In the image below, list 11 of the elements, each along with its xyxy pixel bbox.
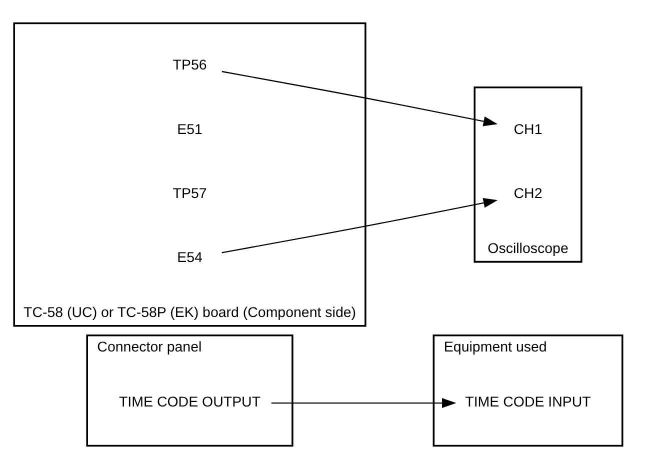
node-text: TP57 — [172, 185, 206, 202]
node-text: E54 — [176, 249, 202, 266]
node-text: E51 — [176, 121, 202, 138]
arrow — [270, 398, 456, 408]
node-text: TP56 — [172, 57, 206, 74]
node-text: TIME CODE INPUT — [464, 394, 590, 410]
node-text: TIME CODE OUTPUT — [118, 394, 260, 410]
arrow — [221, 198, 498, 253]
arrow — [221, 70, 498, 126]
node-text: CH2 — [513, 185, 542, 202]
node-text: CH1 — [513, 121, 542, 138]
